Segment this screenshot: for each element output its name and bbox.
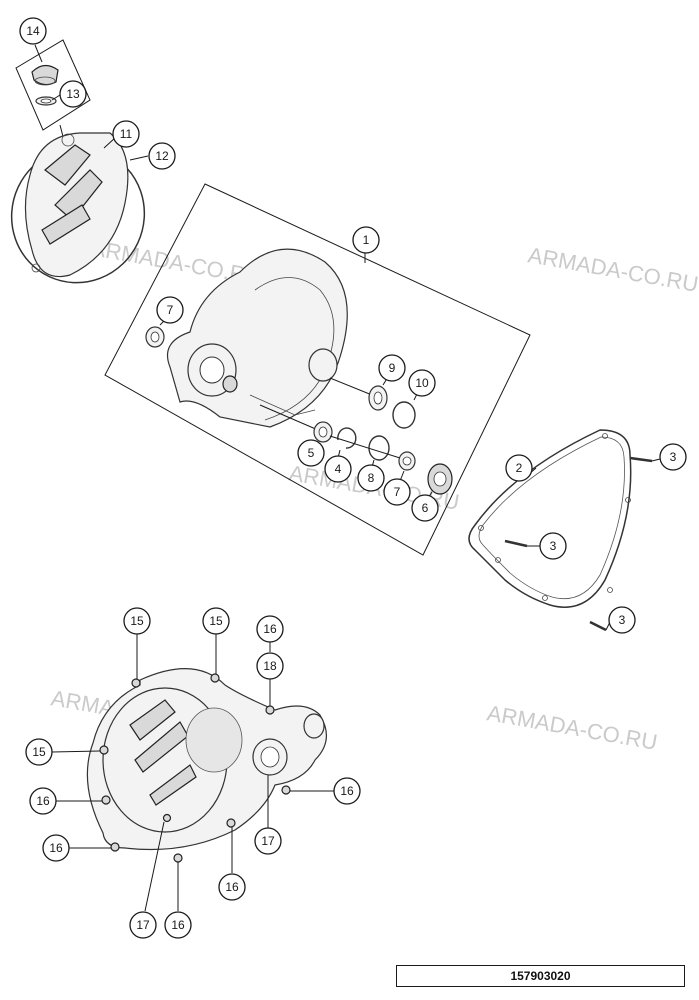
screw bbox=[173, 853, 183, 863]
callout-15: 15 bbox=[202, 607, 230, 635]
screw bbox=[101, 795, 111, 805]
retaining-ring bbox=[337, 427, 357, 449]
svg-text:17: 17 bbox=[261, 834, 275, 848]
callout-3: 3 bbox=[608, 606, 636, 634]
svg-text:16: 16 bbox=[171, 918, 185, 932]
callout-13: 13 bbox=[59, 80, 87, 108]
callout-10: 10 bbox=[408, 369, 436, 397]
clutch-cover-assembly bbox=[104, 183, 531, 556]
svg-text:18: 18 bbox=[263, 659, 277, 673]
svg-text:5: 5 bbox=[308, 446, 315, 460]
svg-text:16: 16 bbox=[340, 784, 354, 798]
circlip bbox=[392, 401, 416, 429]
svg-text:16: 16 bbox=[225, 880, 239, 894]
screw bbox=[131, 678, 141, 688]
part-number-label: 157903020 bbox=[396, 965, 685, 987]
leader-line bbox=[651, 458, 661, 462]
lower-clutch-cover bbox=[51, 634, 334, 912]
svg-text:15: 15 bbox=[209, 614, 223, 628]
svg-text:3: 3 bbox=[670, 450, 677, 464]
ring bbox=[368, 435, 390, 461]
callout-16: 16 bbox=[256, 615, 284, 643]
plug-frame bbox=[15, 39, 91, 131]
callout-14: 14 bbox=[19, 17, 47, 45]
screw bbox=[162, 813, 172, 823]
screw bbox=[281, 785, 291, 795]
svg-text:15: 15 bbox=[130, 614, 144, 628]
svg-text:12: 12 bbox=[155, 149, 169, 163]
callout-7: 7 bbox=[383, 478, 411, 506]
svg-text:16: 16 bbox=[263, 622, 277, 636]
svg-text:16: 16 bbox=[36, 794, 50, 808]
svg-text:16: 16 bbox=[49, 841, 63, 855]
svg-text:15: 15 bbox=[32, 745, 46, 759]
bolt bbox=[589, 620, 607, 632]
callout-16: 16 bbox=[164, 911, 192, 939]
bolt bbox=[629, 456, 653, 463]
callout-1: 1 bbox=[352, 226, 380, 254]
cover-gasket bbox=[468, 429, 632, 608]
callout-9: 9 bbox=[378, 354, 406, 382]
leader-line bbox=[329, 377, 373, 396]
svg-text:7: 7 bbox=[394, 485, 401, 499]
filler-plug-cap bbox=[34, 76, 56, 86]
svg-text:13: 13 bbox=[66, 87, 80, 101]
callout-17: 17 bbox=[129, 911, 157, 939]
svg-text:11: 11 bbox=[120, 127, 133, 141]
callout-3: 3 bbox=[539, 532, 567, 560]
svg-text:3: 3 bbox=[619, 613, 626, 627]
svg-text:8: 8 bbox=[368, 471, 375, 485]
leader-line bbox=[34, 44, 43, 63]
screw bbox=[226, 818, 236, 828]
callout-16: 16 bbox=[218, 873, 246, 901]
screw bbox=[210, 673, 220, 683]
assembly-frame bbox=[104, 183, 531, 556]
gasket-group bbox=[468, 429, 661, 632]
callout-2: 2 bbox=[505, 454, 533, 482]
svg-text:14: 14 bbox=[26, 24, 40, 38]
leader-line bbox=[51, 750, 101, 753]
svg-text:9: 9 bbox=[389, 361, 396, 375]
svg-text:10: 10 bbox=[415, 376, 429, 390]
filler-plug bbox=[31, 64, 59, 86]
watermark: ARMADA-CO.RU bbox=[485, 700, 659, 755]
callout-6: 6 bbox=[411, 494, 439, 522]
screw bbox=[265, 705, 275, 715]
callout-18: 18 bbox=[256, 652, 284, 680]
svg-text:17: 17 bbox=[136, 918, 150, 932]
svg-text:3: 3 bbox=[550, 539, 557, 553]
leader-line bbox=[259, 404, 319, 431]
svg-text:1: 1 bbox=[363, 233, 370, 247]
callouts: 14 13 11 12 1 7 9 10 5 4 8 7 6 2 3 3 3 1… bbox=[19, 17, 687, 939]
svg-text:7: 7 bbox=[167, 303, 174, 317]
callout-3: 3 bbox=[659, 443, 687, 471]
leader-line bbox=[129, 155, 149, 161]
leader-line bbox=[144, 821, 165, 912]
leader-line bbox=[329, 435, 401, 459]
callout-15: 15 bbox=[123, 607, 151, 635]
callout-4: 4 bbox=[324, 455, 352, 483]
callout-7: 7 bbox=[156, 296, 184, 324]
watermark: ARMADA-CO.RU bbox=[526, 242, 699, 297]
callout-11: 11 bbox=[112, 120, 140, 148]
callout-8: 8 bbox=[357, 464, 385, 492]
callout-16: 16 bbox=[29, 787, 57, 815]
leader-line bbox=[51, 94, 61, 101]
outer-clutch-cover bbox=[10, 132, 149, 284]
callout-12: 12 bbox=[148, 142, 176, 170]
callout-17: 17 bbox=[254, 827, 282, 855]
svg-text:4: 4 bbox=[335, 462, 342, 476]
svg-text:2: 2 bbox=[516, 461, 523, 475]
bolt bbox=[504, 539, 528, 548]
screw bbox=[99, 745, 109, 755]
svg-text:6: 6 bbox=[422, 501, 429, 515]
callout-16: 16 bbox=[42, 834, 70, 862]
callout-15: 15 bbox=[25, 738, 53, 766]
screw bbox=[110, 842, 120, 852]
callout-16: 16 bbox=[333, 777, 361, 805]
callout-5: 5 bbox=[297, 439, 325, 467]
